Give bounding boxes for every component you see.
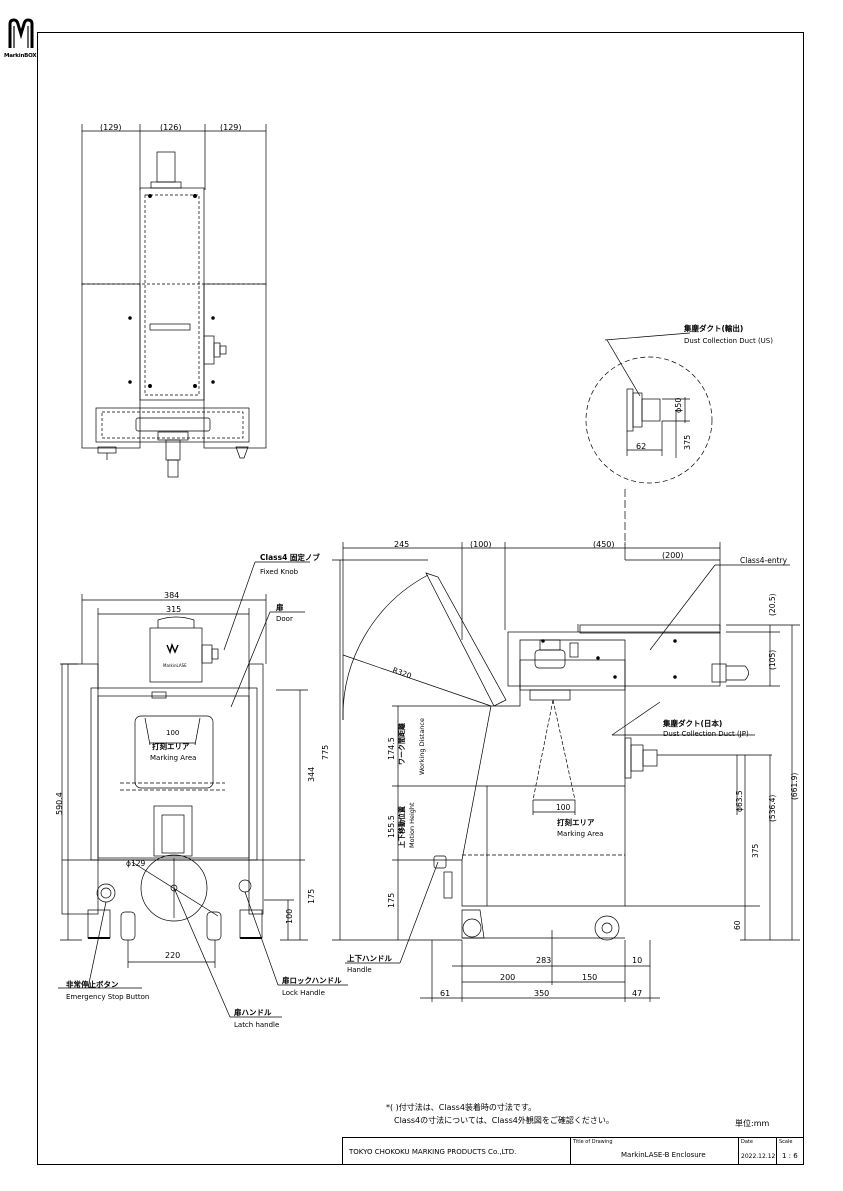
side-dim-61: 61 — [440, 989, 450, 998]
top-dim-center: (126) — [160, 123, 182, 132]
lock-handle-en: Lock Handle — [282, 989, 325, 997]
top-dim-left: (129) — [100, 123, 122, 132]
tb-scale: 1 : 6 — [782, 1152, 798, 1160]
side-marking-area-en: Marking Area — [557, 830, 603, 838]
emergency-stop-en: Emergency Stop Button — [66, 993, 149, 1001]
tb-title-label: Title of Drawing — [573, 1139, 613, 1145]
duct-us-dim-375: 375 — [683, 435, 692, 450]
front-dim-175: 175 — [307, 889, 316, 904]
front-dim-344: 344 — [307, 767, 316, 782]
unit-note: 単位:mm — [735, 1119, 770, 1128]
duct-jp-label-en: Dust Collection Duct (JP) — [663, 730, 749, 738]
top-dim-right: (129) — [220, 123, 242, 132]
duct-jp-label-jp: 集塵ダクト(日本) — [662, 718, 722, 728]
door-label-jp: 扉 — [275, 602, 284, 612]
motion-height-jp: 上下移動位置 — [397, 806, 406, 848]
tb-scale-label: Scale — [779, 1139, 793, 1145]
tb-company: TOKYO CHOKOKU MARKING PRODUCTS Co.,LTD. — [349, 1148, 517, 1156]
working-distance-en: Working Distance — [418, 718, 426, 775]
side-radius: R320 — [391, 665, 413, 680]
side-dim-661: (661.9) — [790, 773, 799, 800]
markinbox-logo-icon — [8, 18, 34, 48]
handle-label-en: Handle — [347, 966, 372, 974]
latch-handle-jp: 扉ハンドル — [233, 1007, 272, 1017]
side-dim-174: 174.5 — [387, 737, 396, 760]
class4-knob-jp: Class4 固定ノブ — [260, 552, 320, 562]
side-dim-350: 350 — [534, 989, 549, 998]
front-dim-220: 220 — [165, 951, 180, 960]
side-dim-155: 155.5 — [387, 815, 396, 838]
side-view: 245 (100) (450) (200) R320 — [321, 540, 800, 1002]
tb-date-label: Date — [741, 1139, 753, 1145]
tb-company-cell: TOKYO CHOKOKU MARKING PRODUCTS Co.,LTD. — [342, 1137, 570, 1165]
tb-scale-cell: Scale 1 : 6 — [776, 1137, 804, 1165]
handle-label-jp: 上下ハンドル — [347, 953, 392, 963]
working-distance-jp: ワーク間距離 — [397, 723, 406, 765]
side-dim-450: (450) — [593, 540, 615, 549]
side-dim-375: 375 — [751, 843, 760, 858]
tb-title-cell: Title of Drawing MarkinLASE-B Enclosure — [570, 1137, 738, 1165]
front-marking-area-en: Marking Area — [150, 754, 196, 762]
tb-date: 2022.12.12 — [741, 1153, 776, 1160]
door-label-en: Door — [276, 615, 293, 623]
duct-us-label-en: Dust Collection Duct (US) — [684, 337, 773, 345]
title-block: TOKYO CHOKOKU MARKING PRODUCTS Co.,LTD. … — [342, 1137, 804, 1165]
side-dim-536: (536.4) — [768, 795, 777, 822]
front-dim-100-top: 100 — [166, 729, 179, 737]
tb-title: MarkinLASE-B Enclosure — [621, 1151, 706, 1159]
front-dim-315: 315 — [166, 605, 181, 614]
tb-date-cell: Date 2022.12.12 — [738, 1137, 776, 1165]
side-dim-200: (200) — [662, 551, 684, 560]
side-dim-dia63: ϕ63.5 — [735, 790, 744, 812]
class4-entry-label: Class4-entry — [740, 556, 788, 565]
latch-handle-en: Latch handle — [234, 1021, 279, 1029]
duct-us-detail: ϕ50 62 375 集塵ダクト(輸出) Dust Collection Duc… — [585, 323, 773, 545]
duct-us-label-jp: 集塵ダクト(輸出) — [683, 323, 743, 333]
front-dim-590: 590.4 — [55, 792, 64, 815]
side-dim-100: (100) — [470, 540, 492, 549]
note-line-2: Class4の寸法については、Class4外観図をご確認ください。 — [394, 1116, 614, 1125]
side-dim-283: 283 — [536, 956, 551, 965]
front-dim-dia129: ϕ129 — [126, 859, 145, 868]
front-dim-384: 384 — [164, 591, 179, 600]
side-dim-175: 175 — [387, 893, 396, 908]
side-dim-150: 150 — [582, 973, 597, 982]
svg-text:MarkinLASE: MarkinLASE — [163, 663, 187, 668]
side-marking-dim: 100 — [556, 803, 571, 812]
side-dim-105: (105) — [768, 650, 777, 670]
drawing-frame — [37, 32, 804, 1165]
side-dim-60: 60 — [733, 920, 742, 930]
side-dim-47: 47 — [632, 989, 642, 998]
front-dim-100-bottom: 100 — [285, 909, 294, 924]
top-view: (129) (126) (129) — [81, 123, 267, 478]
side-dim-200-b: 200 — [500, 973, 515, 982]
side-dim-775: 775 — [321, 745, 330, 760]
logo-text: MarkinBOX — [4, 53, 37, 59]
side-dim-10: 10 — [632, 956, 642, 965]
front-marking-area-jp: 打刻エリア — [152, 741, 190, 751]
front-view: 384 315 MarkinLASE 100 打刻エリア Marking Are… — [55, 552, 348, 1029]
lock-handle-jp: 扉ロックハンドル — [281, 975, 342, 985]
note-line-1: *( )付寸法は、Class4装着時の寸法です。 — [386, 1103, 537, 1112]
duct-us-dim-62: 62 — [636, 442, 646, 451]
side-dim-20: (20.5) — [768, 593, 777, 616]
emergency-stop-jp: 非常停止ボタン — [66, 979, 119, 989]
side-dim-245: 245 — [394, 540, 409, 549]
motion-height-en: Motion Height — [408, 802, 416, 848]
side-marking-area-jp: 打刻エリア — [557, 817, 595, 827]
duct-us-dim-dia: ϕ50 — [674, 398, 683, 413]
class4-knob-en: Fixed Knob — [260, 568, 299, 576]
